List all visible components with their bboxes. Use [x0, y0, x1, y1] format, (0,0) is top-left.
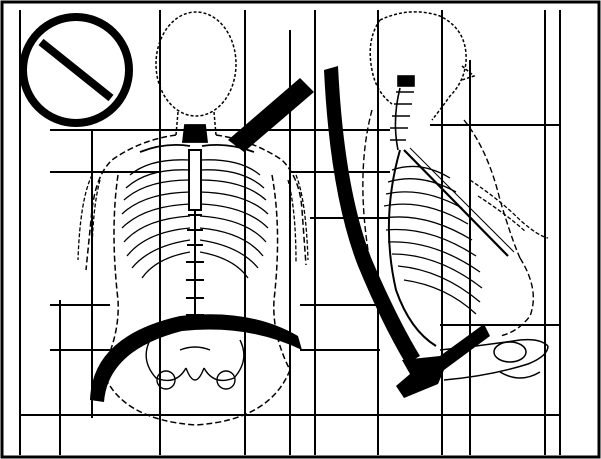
- prohibition-icon: [23, 17, 129, 123]
